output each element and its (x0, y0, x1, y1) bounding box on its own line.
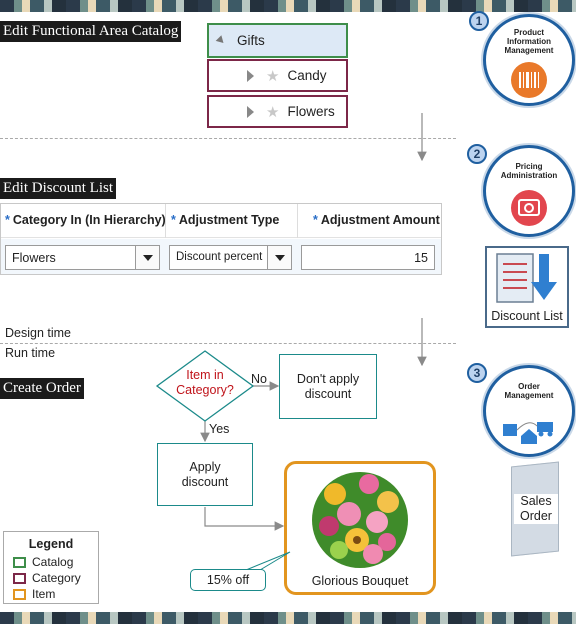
star-icon: ★ (266, 103, 280, 121)
run-time-label: Run time (5, 346, 56, 360)
tree-item-label: Candy (287, 68, 327, 83)
column-header-category: *Category In (In Hierarchy) (5, 213, 166, 227)
chevron-down-icon[interactable] (135, 246, 159, 269)
star-icon: ★ (266, 67, 280, 85)
discount-table: *Category In (In Hierarchy) *Adjustment … (0, 203, 442, 275)
chevron-down-icon[interactable] (267, 246, 291, 269)
clipboard-icon (496, 253, 557, 303)
section-divider (0, 138, 456, 139)
product-card[interactable]: Glorious Bouquet (284, 461, 436, 595)
catalog-section-title: Edit Functional Area Catalog (0, 21, 182, 42)
dont-apply-discount-box: Don't apply discount (279, 354, 377, 419)
discount-section-title: Edit Discount List (0, 178, 116, 199)
step-number-3: 3 (467, 363, 487, 383)
tree-item-label: Flowers (287, 104, 335, 119)
decorative-bottom-band (0, 612, 576, 624)
product-name: Glorious Bouquet (311, 574, 409, 588)
legend-title: Legend (28, 537, 74, 551)
discount-callout: 15% off (190, 569, 266, 591)
catalog-swatch (13, 556, 26, 568)
no-branch-label: No (251, 372, 267, 386)
adjustment-amount-input[interactable]: 15 (301, 245, 435, 270)
column-header-adjustment-amount: *Adjustment Amount (313, 213, 440, 227)
order-management-icon: Order Management (483, 365, 575, 457)
column-header-adjustment-type: *Adjustment Type (171, 213, 280, 227)
pricing-administration-icon: Pricing Administration (483, 145, 575, 237)
tree-item-flowers[interactable]: ★ Flowers (207, 95, 348, 128)
legend-item-item: Item (13, 587, 55, 601)
category-swatch (13, 572, 26, 584)
step-number-1: 1 (469, 11, 489, 31)
category-select[interactable]: Flowers (5, 245, 160, 270)
tree-item-label: Gifts (237, 33, 265, 48)
collapsed-triangle-icon (247, 69, 254, 82)
product-information-management-icon: Product Information Management (483, 14, 575, 106)
design-time-label: Design time (5, 326, 71, 340)
yes-branch-label: Yes (209, 422, 230, 436)
adjustment-type-select[interactable]: Discount percent (169, 245, 292, 270)
legend-item-category: Category (13, 571, 81, 585)
item-swatch (13, 588, 26, 600)
section-divider (0, 343, 456, 344)
collapsed-triangle-icon (247, 105, 254, 118)
decision-label: Item in Category? (176, 368, 234, 397)
legend-item-catalog: Catalog (13, 555, 73, 569)
sales-order-label: Sales Order (514, 494, 558, 524)
tree-item-candy[interactable]: ★ Candy (207, 59, 348, 92)
decorative-top-band (0, 0, 576, 12)
discount-list-label: Discount List (491, 309, 563, 323)
tree-item-gifts[interactable]: Gifts (207, 23, 348, 58)
factory-truck-house-icon (503, 422, 553, 444)
step-number-2: 2 (467, 144, 487, 164)
table-header (1, 204, 441, 238)
bouquet-image (312, 472, 408, 568)
pricing-chart-icon (511, 190, 547, 226)
decision-diamond (155, 350, 255, 422)
apply-discount-box: Apply discount (157, 443, 253, 506)
barcode-icon (511, 62, 547, 98)
legend: Legend Catalog Category Item (3, 531, 99, 604)
discount-list-document: Discount List (485, 246, 569, 328)
order-section-title: Create Order (0, 378, 84, 399)
